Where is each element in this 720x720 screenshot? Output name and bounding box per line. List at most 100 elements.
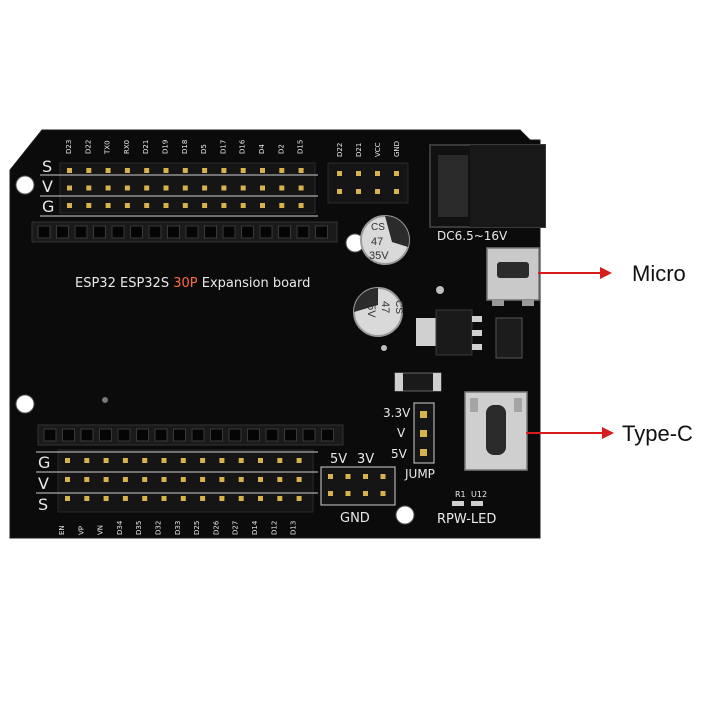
voltage-regulator (416, 309, 482, 356)
bottom-row-letter-s: S (38, 495, 48, 514)
header-pin (200, 496, 206, 501)
header-pin (84, 477, 90, 482)
header-pin (65, 458, 70, 463)
jump-label-v: V (397, 426, 406, 440)
header-pin (182, 168, 188, 173)
board-title: ESP32 ESP32S 30P Expansion board (75, 276, 310, 291)
socket-hole (191, 428, 205, 442)
jump-label-3v3: 3.3V (383, 406, 411, 420)
top-pin-label: D2 (277, 144, 285, 154)
power-header-pins (328, 474, 386, 496)
socket-hole (278, 225, 291, 239)
jump-pin (420, 449, 427, 456)
header-pin (258, 477, 263, 482)
socket-hole (259, 225, 273, 239)
header-pin (394, 171, 399, 176)
dc-voltage-label: DC6.5~16V (437, 229, 508, 243)
header-pin (240, 185, 246, 191)
socket-hole (136, 428, 149, 442)
bottom-pin-label: D14 (251, 520, 259, 535)
bottom-header-pins (65, 458, 302, 501)
header-pin (219, 496, 225, 501)
rpw-led-label: RPW-LED (437, 512, 496, 527)
header-pin (260, 203, 265, 208)
small-header-pins (337, 171, 399, 194)
header-pin (67, 168, 72, 173)
header-pin (84, 458, 90, 463)
header-pin (298, 168, 304, 173)
header-pin (161, 496, 167, 501)
mounting-hole-top-left (15, 175, 35, 195)
header-pin (86, 203, 92, 208)
header-pin (356, 171, 361, 176)
bottom-pin-label: D12 (270, 521, 278, 535)
header-pin (337, 189, 342, 194)
header-pin (144, 185, 150, 191)
header-pin (142, 458, 148, 463)
socket-hole (315, 225, 328, 239)
bottom-pin-label: VP (77, 526, 85, 535)
bottom-pin-label: D35 (135, 521, 143, 535)
socket-hole (204, 225, 217, 239)
socket-hole (167, 225, 180, 239)
socket-hole (173, 428, 186, 442)
capacitor-bottom: CS 47 35V (353, 287, 404, 337)
capacitor-bottom-value: 47 (379, 301, 391, 313)
header-pin (277, 496, 283, 501)
top-row-letter-s: S (42, 157, 52, 176)
socket-hole (62, 428, 75, 442)
header-pin (105, 203, 111, 208)
header-pin (122, 496, 128, 501)
jump-pin (420, 411, 427, 418)
smd-diode (495, 317, 523, 359)
socket-hole (56, 225, 69, 239)
header-pin (279, 168, 285, 173)
header-pin (296, 477, 302, 482)
bottom-pin-label: D25 (193, 521, 201, 535)
top-pin-label: D21 (142, 140, 150, 154)
header-pin (65, 477, 70, 482)
header-pin (182, 185, 188, 191)
socket-hole (111, 225, 125, 239)
capacitor-top-value: 47 (371, 236, 383, 248)
bottom-pin-label: D13 (290, 521, 298, 535)
header-pin (200, 458, 206, 463)
top-small-pin-label: GND (393, 141, 401, 157)
socket-hole (148, 225, 162, 239)
capacitor-top: CS 47 35V (360, 215, 410, 265)
header-pin (124, 203, 130, 208)
socket-hole (228, 428, 242, 442)
header-pin (296, 496, 302, 501)
header-pin (219, 458, 225, 463)
top-row-letter-v: V (42, 177, 53, 196)
header-pin (182, 203, 188, 208)
u12-label: U12 (471, 490, 487, 499)
top-pin-label: D18 (181, 140, 189, 154)
top-small-pin-label: D21 (355, 143, 363, 157)
usb-type-c-port (464, 391, 528, 471)
header-pin (238, 477, 244, 482)
header-pin (240, 203, 246, 208)
header-pin (144, 168, 150, 173)
header-pin (103, 458, 109, 463)
socket-hole (154, 428, 168, 442)
header-pin (298, 203, 304, 208)
header-pin (298, 185, 304, 191)
top-small-header (327, 162, 409, 204)
jump-pin (420, 430, 427, 437)
jumper-3v-label: 3V (357, 452, 374, 467)
header-pin (240, 168, 246, 173)
bottom-pin-label: VN (97, 525, 105, 535)
header-pin (202, 185, 208, 191)
arrow-right-icon (602, 427, 614, 439)
bottom-socket-holes (43, 428, 334, 442)
top-pin-label: D22 (84, 140, 92, 154)
bottom-pin-label: D27 (232, 521, 240, 535)
header-pin (124, 185, 130, 191)
jumper-5v-label: 5V (330, 452, 347, 467)
header-pin (394, 189, 399, 194)
socket-hole (296, 225, 310, 239)
socket-hole (43, 428, 57, 442)
capacitor-top-brand: CS (371, 222, 385, 233)
